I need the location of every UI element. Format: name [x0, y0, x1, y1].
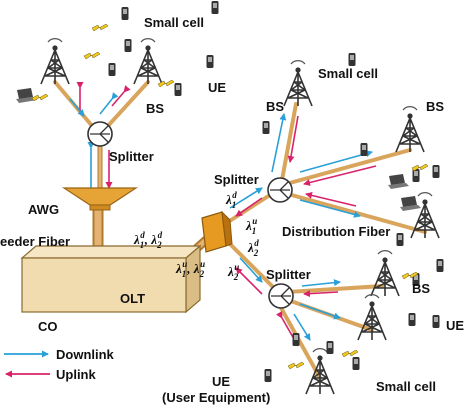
label-olt: OLT: [120, 291, 145, 306]
phone-icon: [408, 313, 416, 326]
signal-arrows: [69, 82, 377, 347]
phone-icon: [121, 7, 129, 20]
phone-icon: [396, 233, 404, 246]
label-ue-bottom: UE: [212, 374, 230, 389]
phone-icon: [436, 259, 444, 272]
phone-icon: [211, 1, 219, 14]
tower-icon: [370, 249, 400, 297]
wavelength-mid-branch-a: λ1u: [245, 216, 257, 236]
phone-icon: [432, 315, 440, 328]
tower-icon: [357, 293, 387, 341]
label-splitter-left: Splitter: [109, 149, 154, 164]
splitter-upper: [267, 177, 293, 203]
left-distribution-fibers: [53, 80, 150, 129]
label-bs-top: BS: [146, 101, 164, 116]
legend-uplink-label: Uplink: [56, 367, 96, 382]
phone-icon: [262, 121, 270, 134]
tower-icon: [305, 347, 335, 395]
wavelength-labels: λ1d, λ2d λ1u, λ2u λ1d λ1u λ2d λ2u: [133, 190, 259, 282]
laptop-icon: [400, 196, 421, 211]
splitter-left: [87, 121, 113, 147]
wireless-bolt-icon: [91, 23, 109, 32]
wireless-bolt-icon: [83, 51, 101, 60]
wavelength-upper-branch: λ1d: [225, 190, 237, 210]
phone-icon: [432, 165, 440, 178]
splitter-lower: [268, 283, 294, 309]
wireless-bolt-icon: [31, 93, 49, 102]
label-feeder-fiber: eeder Fiber: [0, 234, 70, 249]
router-to-splitter-fibers: [224, 193, 276, 290]
wavelength-downlink-pair: λ1d, λ2d: [133, 230, 163, 250]
label-user-equipment: (User Equipment): [162, 390, 270, 405]
label-bs-lower: BS: [412, 281, 430, 296]
label-bs-right-b: BS: [426, 99, 444, 114]
label-splitter-lower: Splitter: [266, 267, 311, 282]
label-distribution-fiber: Distribution Fiber: [282, 224, 390, 239]
phone-icon: [206, 55, 214, 68]
phone-icon: [412, 169, 420, 182]
phone-icon: [360, 143, 368, 156]
phone-icon: [348, 53, 356, 66]
label-ue-top: UE: [208, 80, 226, 95]
legend-downlink-label: Downlink: [56, 347, 115, 362]
label-small-cell-right: Small cell: [318, 66, 378, 81]
phone-icon: [264, 369, 272, 382]
olt-box: [20, 244, 202, 314]
wavelength-uplink-pair: λ1u, λ2u: [175, 259, 205, 279]
label-small-cell-bottom: Small cell: [376, 379, 436, 394]
wireless-bolt-icon: [341, 349, 359, 358]
label-splitter-upper: Splitter: [214, 172, 259, 187]
tower-icon: [133, 37, 163, 85]
laptop-icon: [388, 174, 409, 189]
wireless-bolt-icon: [411, 163, 429, 172]
label-bs-right-a: BS: [266, 99, 284, 114]
label-awg: AWG: [28, 202, 59, 217]
phone-icon: [108, 63, 116, 76]
wdm-router: [201, 210, 233, 253]
phone-icon: [124, 39, 132, 52]
phone-icon: [326, 341, 334, 354]
tower-icon: [283, 59, 313, 107]
wavelength-lower-branch: λ2u: [227, 262, 239, 282]
label-co: CO: [38, 319, 58, 334]
tower-icon: [395, 105, 425, 153]
awg-device: [61, 187, 139, 211]
wireless-bolt-icon: [287, 361, 305, 370]
phone-icon: [174, 83, 182, 96]
diagram-labels: Small cell UE BS Splitter AWG eeder Fibe…: [0, 15, 464, 405]
label-ue-lower: UE: [446, 318, 464, 333]
label-small-cell-top: Small cell: [144, 15, 204, 30]
wavelength-mid-branch-b: λ2d: [247, 238, 259, 258]
tower-icon: [40, 37, 70, 85]
phone-icon: [352, 357, 360, 370]
upper-distribution-fibers: [280, 102, 427, 234]
phone-icon: [292, 333, 300, 346]
legend: Downlink Uplink: [4, 347, 115, 382]
